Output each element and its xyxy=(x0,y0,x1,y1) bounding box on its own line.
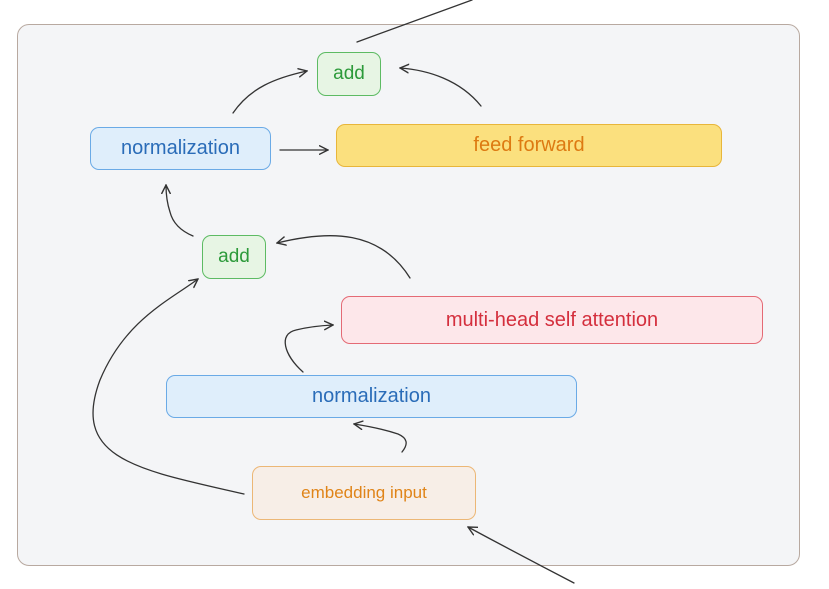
multi-head-self-attention-node: multi-head self attention xyxy=(341,296,763,344)
add-node-middle: add xyxy=(202,235,266,279)
feed-forward-node: feed forward xyxy=(336,124,722,167)
embedding-input-node: embedding input xyxy=(252,466,476,520)
normalization-node-top: normalization xyxy=(90,127,271,170)
add-node-top: add xyxy=(317,52,381,96)
normalization-node-bottom: normalization xyxy=(166,375,577,418)
